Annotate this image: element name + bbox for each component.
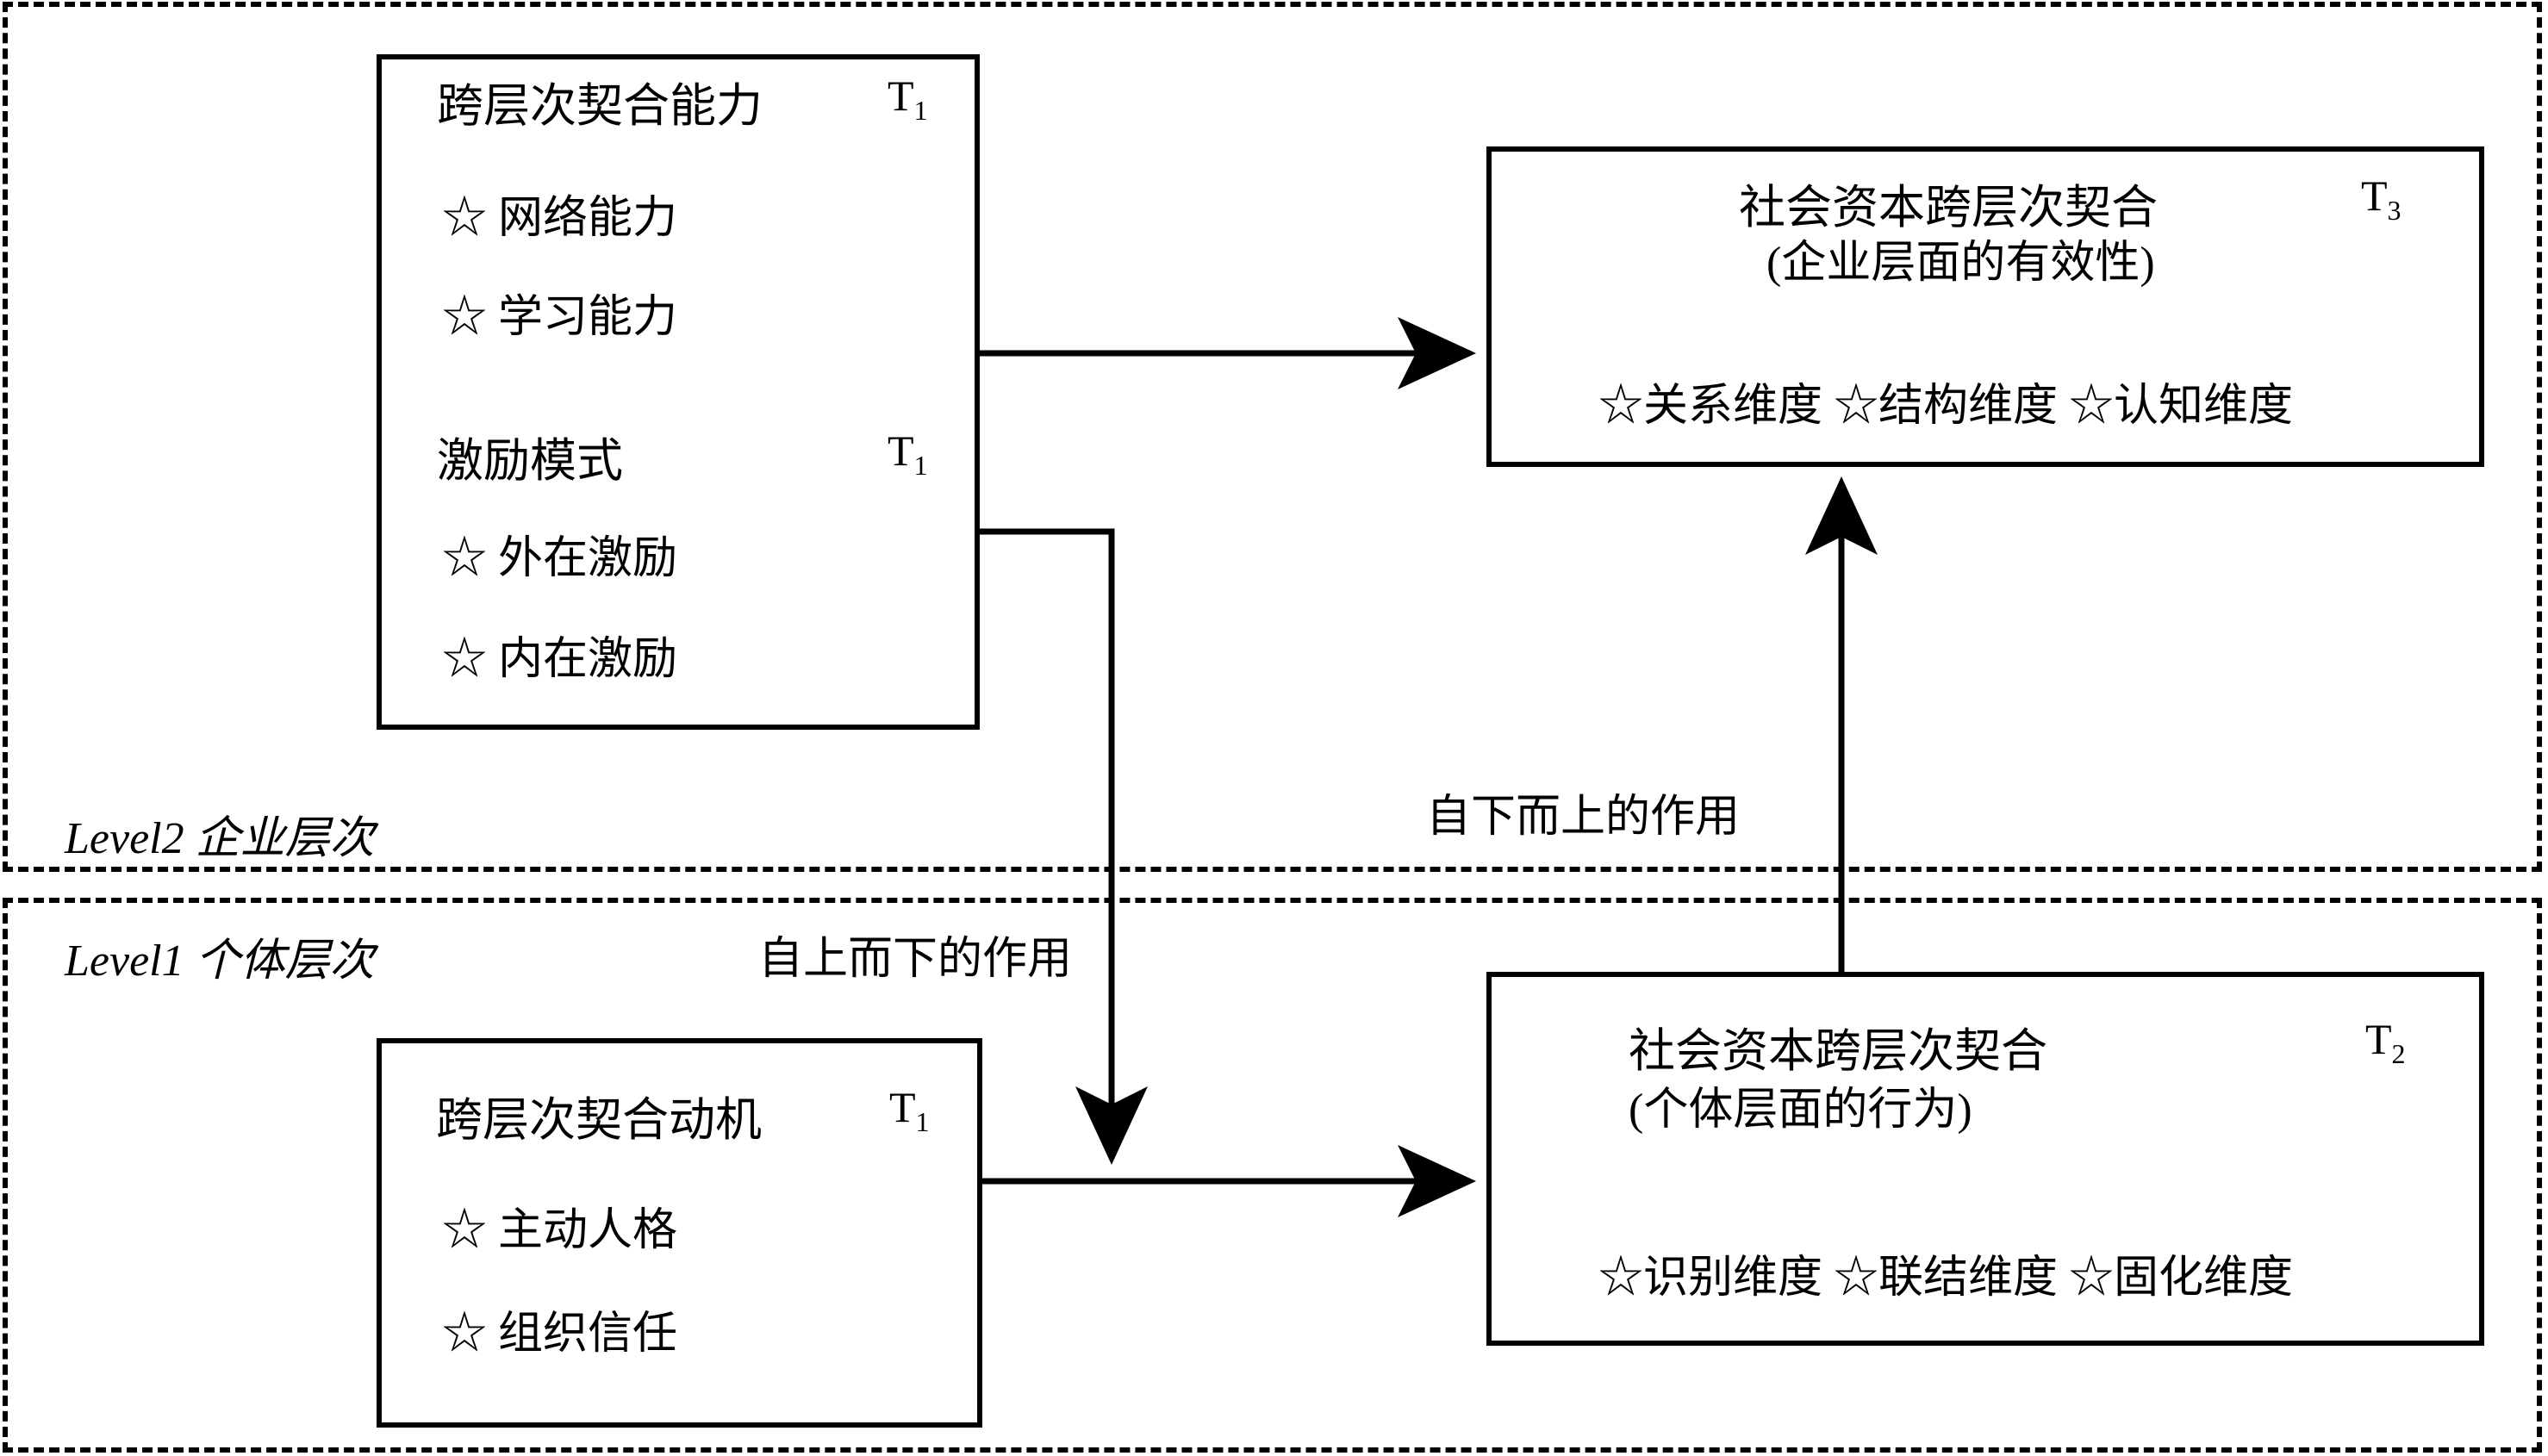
box-incentive-tcode-sub: 1 [913, 450, 928, 481]
box-indiv-fit-dimensions: ☆识别维度 ☆联结维度 ☆固化维度 [1598, 1254, 2294, 1303]
box-capability-tcode-letter: T [888, 72, 914, 120]
box-indiv-fit[interactable] [1486, 972, 2484, 1346]
level1-panel [3, 898, 2542, 1453]
level1-label: Level1 个体层次 [65, 936, 375, 986]
box-indiv-fit-tcode-letter: T [2365, 1015, 2392, 1063]
edge-label-bottom-up: 自下而上的作用 [1426, 793, 1741, 842]
box-firm-fit[interactable] [1486, 146, 2484, 467]
box-indiv-fit-title: 社会资本跨层次契合 [1629, 1025, 2047, 1077]
box-firm-fit-subtitle: (企业层面的有效性) [1766, 239, 2155, 288]
box-firm-fit-dimensions: ☆关系维度 ☆结构维度 ☆认知维度 [1598, 382, 2294, 431]
box-incentive-tcode-letter: T [888, 426, 914, 475]
box-motive-bullet-0: ☆ 主动人格 [442, 1206, 678, 1255]
box-capability-tcode-sub: 1 [913, 95, 928, 126]
box-firm-fit-tcode-letter: T [2361, 171, 2388, 220]
box-incentive[interactable] [377, 401, 980, 730]
box-incentive-bullet-0: ☆ 外在激励 [442, 534, 678, 583]
box-firm-fit-tcode: T3 [2361, 171, 2402, 227]
box-incentive-tcode: T1 [888, 426, 928, 482]
box-motive[interactable] [377, 1038, 982, 1428]
box-motive-tcode-letter: T [889, 1083, 916, 1131]
box-capability-title: 跨层次契合能力 [437, 80, 763, 132]
box-incentive-title: 激励模式 [437, 435, 623, 487]
level2-panel [3, 2, 2542, 872]
box-indiv-fit-subtitle: (个体层面的行为) [1629, 1086, 1972, 1135]
box-motive-title: 跨层次契合动机 [436, 1094, 762, 1146]
level2-label: Level2 企业层次 [65, 814, 375, 863]
box-motive-tcode-sub: 1 [915, 1106, 930, 1137]
box-motive-bullet-1: ☆ 组织信任 [442, 1310, 678, 1359]
box-capability-tcode: T1 [888, 71, 928, 127]
box-capability[interactable] [377, 54, 980, 406]
box-indiv-fit-tcode-sub: 2 [2391, 1038, 2406, 1069]
box-motive-tcode: T1 [889, 1082, 930, 1138]
box-firm-fit-tcode-sub: 3 [2387, 195, 2402, 226]
box-incentive-bullet-1: ☆ 内在激励 [442, 635, 678, 684]
box-capability-bullet-1: ☆ 学习能力 [442, 293, 678, 342]
edge-label-top-down: 自上而下的作用 [758, 935, 1073, 984]
box-indiv-fit-tcode: T2 [2365, 1014, 2406, 1070]
box-firm-fit-title: 社会资本跨层次契合 [1739, 182, 2158, 233]
box-capability-bullet-0: ☆ 网络能力 [442, 194, 678, 243]
